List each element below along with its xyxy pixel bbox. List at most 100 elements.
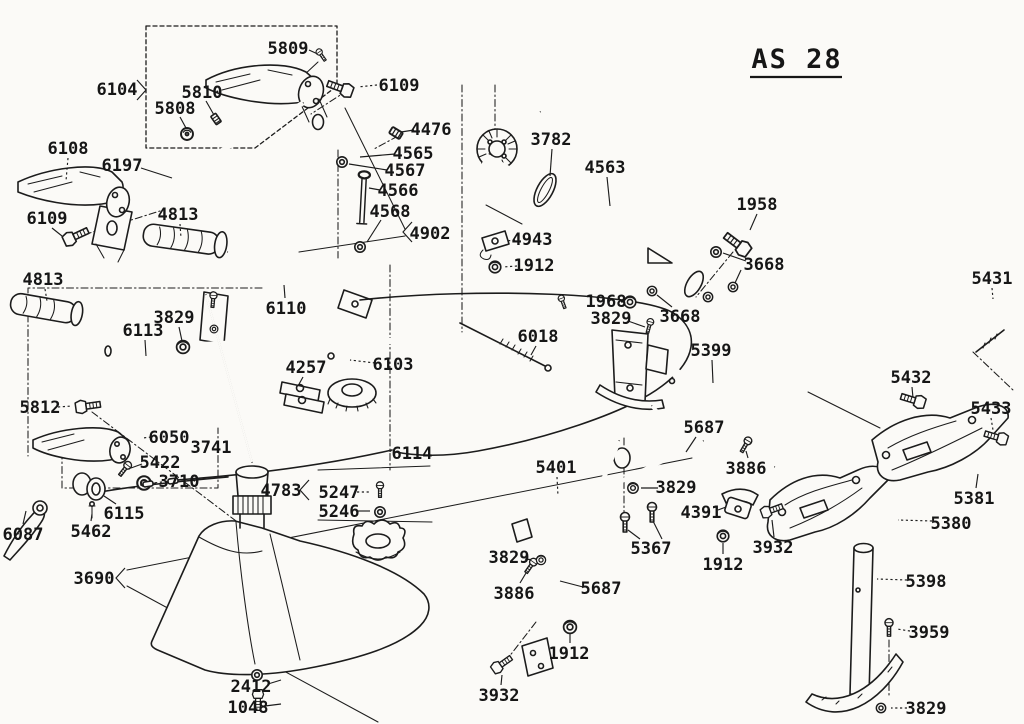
fastener-washer-icon: [335, 156, 349, 168]
part-label: 5422: [140, 453, 181, 473]
leader-line: [897, 519, 933, 522]
centerline: [61, 427, 219, 489]
leader-line: [140, 167, 173, 179]
part-label: 1912: [703, 555, 744, 575]
part-label: 3829: [906, 699, 947, 719]
part-label: 3829: [489, 548, 530, 568]
part-label: 3690: [74, 569, 115, 589]
leader-line: [656, 294, 673, 308]
part-label: 3886: [494, 584, 535, 604]
inset-box-lines: [317, 465, 433, 523]
leader-line: [530, 345, 537, 356]
leader-line: [267, 679, 282, 685]
part-label: 5398: [906, 572, 947, 592]
part-label: 6103: [373, 355, 414, 375]
handlebar-6113: [104, 336, 631, 469]
leader-line: [606, 176, 611, 207]
part-label: 3710: [159, 472, 200, 492]
part-label: 3668: [744, 255, 785, 275]
leader-line: [685, 436, 697, 453]
cap-assembly-inset: [351, 519, 406, 561]
part-label: 4902: [410, 224, 451, 244]
throttle-lever-6050: [32, 427, 131, 464]
centerline: [972, 351, 1014, 391]
leader-line: [142, 436, 152, 439]
part-label: 6104: [97, 80, 138, 100]
fastener-capnut-icon: [180, 127, 194, 141]
leader-line: [722, 252, 747, 262]
leader-line: [65, 157, 69, 182]
part-label: 5687: [684, 418, 725, 438]
part-label: 4391: [681, 503, 722, 523]
part-label: 6109: [379, 76, 420, 96]
throttle-lever-upper: [205, 64, 328, 131]
part-label: 3741: [191, 438, 232, 458]
part-label: 6197: [102, 156, 143, 176]
part-label: 4568: [370, 202, 411, 222]
leader-line: [627, 529, 641, 540]
connecting-rod: [113, 100, 305, 216]
group-brace: [299, 479, 310, 501]
fastener-screw-icon: [884, 617, 894, 637]
group-brace: [402, 221, 413, 243]
part-label: 2412: [231, 677, 272, 697]
leader-line: [264, 703, 282, 707]
part-label: 1968: [586, 292, 627, 312]
part-label: 6109: [27, 209, 68, 229]
part-label: 4567: [385, 161, 426, 181]
leader-line: [990, 417, 994, 431]
swivel-mount-4257: [279, 378, 377, 414]
leader-line: [44, 288, 48, 302]
part-label: 3932: [753, 538, 794, 558]
ground-post-5398: [849, 542, 874, 697]
leader-line: [876, 578, 908, 581]
leader-line: [51, 227, 63, 237]
fastener-washer-icon: [646, 285, 658, 297]
leader-line: [349, 359, 376, 364]
drawing-title: AS 28: [750, 44, 842, 79]
part-label: 6113: [123, 321, 164, 341]
fastener-setscrew-icon: [209, 112, 223, 126]
dashed-group-box: [145, 25, 338, 149]
stand-casting-5381: [807, 391, 1009, 482]
part-label: 4813: [23, 270, 64, 290]
leader-line: [749, 213, 758, 231]
leader-line: [652, 520, 663, 540]
part-label: 6114: [392, 444, 433, 464]
fastener-screw-icon: [619, 511, 631, 533]
cable-6114: [176, 449, 393, 481]
leader-line: [549, 148, 553, 177]
fastener-screw-icon: [646, 501, 658, 523]
leader-line: [771, 519, 775, 538]
leader-line: [911, 386, 914, 399]
leader-line: [179, 223, 182, 239]
leader-line: [297, 376, 304, 387]
fastener-screw-icon: [556, 293, 569, 310]
leader-line: [734, 269, 742, 284]
leader-line: [359, 153, 396, 158]
fastener-pin-icon: [88, 500, 96, 519]
fastener-rod-icon: [355, 169, 372, 226]
support-leg-5687-right: [650, 404, 759, 520]
leader-line: [22, 510, 27, 525]
fastener-washer-icon: [373, 505, 387, 519]
part-label: 6115: [104, 504, 145, 524]
part-label: 5401: [536, 458, 577, 478]
leader-line: [896, 628, 911, 632]
leader-line: [152, 481, 163, 484]
cable-adjuster-6018: [459, 322, 552, 372]
leader-line: [130, 463, 143, 469]
leader-line: [502, 265, 518, 268]
fastener-screw-icon: [314, 47, 329, 63]
throttle-rod-3741: [205, 294, 253, 463]
part-label: 6018: [518, 327, 559, 347]
part-label: 5433: [971, 399, 1012, 419]
part-label: 6108: [48, 139, 89, 159]
leader-line: [178, 326, 183, 342]
hand-grip-upper: [142, 223, 228, 259]
leg-clamp-4391: [721, 488, 759, 520]
part-label: 5687: [581, 579, 622, 599]
